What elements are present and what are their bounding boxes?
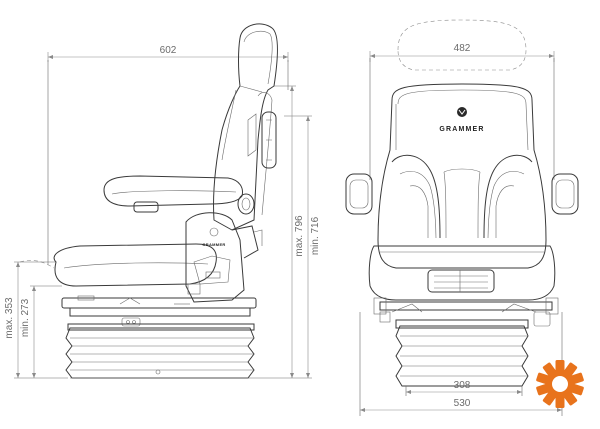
front-right-armrest: [551, 173, 579, 215]
front-left-armrest: [345, 173, 373, 215]
side-console: [185, 212, 245, 303]
side-suspension-min-label: min. 273: [20, 298, 31, 337]
front-base-outer-label: 530: [454, 398, 471, 409]
side-suspension-max-label: max. 353: [4, 297, 15, 339]
side-bellows: [65, 323, 255, 379]
side-height-max-label: max. 796: [294, 215, 305, 257]
front-backrest-outline: [377, 83, 547, 269]
front-base-inner-label: 308: [454, 380, 471, 391]
gear-tooth: [536, 372, 550, 385]
gear-tooth: [536, 383, 550, 396]
side-height-min-label: min. 716: [310, 216, 321, 255]
side-width-label: 602: [160, 45, 177, 56]
front-width-dimension: 482: [369, 43, 555, 180]
gear-icon: [536, 360, 584, 408]
side-suspension-dimensions: max. 353 min. 273: [4, 261, 68, 379]
front-backrest-ribs: [391, 154, 533, 239]
front-width-label: 482: [454, 43, 471, 54]
gear-tooth: [555, 360, 565, 372]
armrest: [103, 175, 243, 207]
front-bellows: [395, 319, 529, 387]
lumbar-adjuster: [261, 111, 277, 169]
gear-tooth: [570, 383, 584, 396]
front-headrest-outline: [397, 19, 527, 71]
side-height-dimensions: max. 796 min. 716: [254, 86, 321, 379]
side-view: 602 GRAMMER: [4, 23, 321, 379]
front-seat-cushion: [368, 245, 556, 301]
backrest-outline: [212, 23, 278, 231]
front-brand-text: GRAMMER: [439, 126, 484, 133]
front-suspension-rails: [373, 297, 559, 327]
front-view: 482 GRAMMER: [345, 19, 579, 416]
gear-tooth: [555, 396, 565, 408]
grammer-logo-icon: [457, 107, 467, 117]
gear-tooth: [570, 372, 584, 385]
seat-cushion: [53, 243, 217, 287]
side-badge-text: GRAMMER: [202, 242, 225, 247]
side-suspension-rails: [61, 295, 257, 327]
side-width-dimension: 602: [47, 45, 289, 62]
